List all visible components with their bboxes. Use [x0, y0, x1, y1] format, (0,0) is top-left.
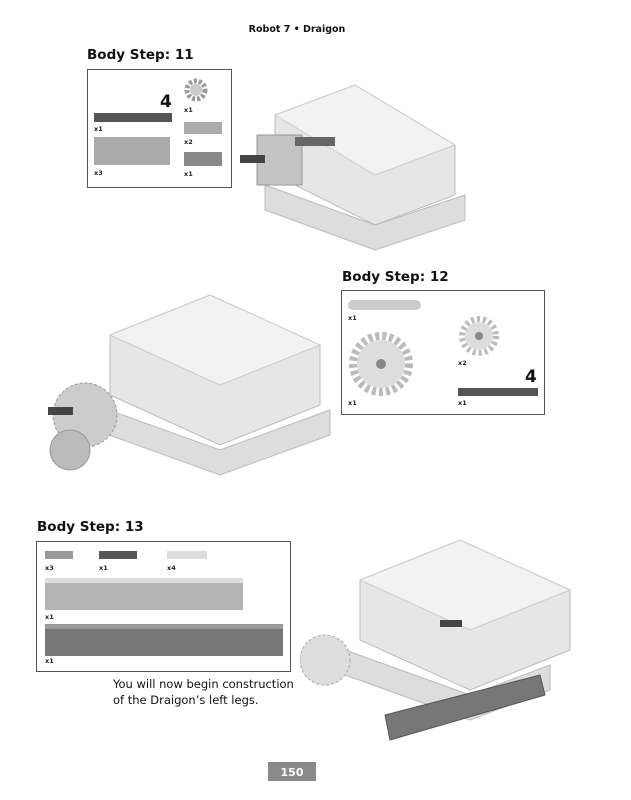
qty: x1: [45, 613, 54, 621]
qty: x1: [184, 170, 193, 178]
instruction-note: You will now begin construction of the D…: [113, 676, 294, 708]
qty: x1: [184, 106, 193, 114]
step-12-model-illustration: [48, 294, 331, 476]
axle-length-label: 4: [160, 92, 172, 112]
connector-part: [184, 152, 222, 166]
page-header: Robot 7 • Draigon: [248, 24, 346, 35]
gear-part: [184, 78, 208, 102]
qty: x1: [45, 657, 54, 665]
axle-part: [94, 113, 172, 122]
axle-pin-part: [99, 551, 137, 559]
step-11-parts-box: 4 x1 x3 x1 x2 x1: [87, 69, 232, 188]
axle-part: [458, 388, 538, 396]
step-11-model-illustration: [240, 84, 466, 251]
beam-part: [94, 137, 170, 165]
qty: x3: [94, 169, 103, 177]
qty: x2: [184, 138, 193, 146]
note-line: of the Draigon’s left legs.: [113, 693, 259, 707]
qty: x3: [45, 564, 54, 572]
qty: x2: [458, 359, 467, 367]
qty: x1: [99, 564, 108, 572]
step-12-title: Body Step: 12: [342, 269, 449, 285]
qty: x1: [348, 399, 357, 407]
qty: x4: [167, 564, 176, 572]
qty: x1: [94, 125, 103, 133]
long-pin-part: [167, 551, 207, 559]
liftarm-part: [348, 300, 421, 310]
step-13-parts-box: x3 x1 x4 x1 x1: [36, 541, 291, 672]
beam-10-part: [45, 578, 243, 610]
qty: x1: [458, 399, 467, 407]
large-gear-part: [349, 332, 413, 396]
pin-part: [45, 551, 73, 559]
small-gear-part: [459, 316, 499, 356]
page-number-badge: 150: [268, 762, 316, 781]
step-12-parts-box: x1 x1 x2 4 x1: [341, 290, 545, 415]
plate-part: [184, 122, 222, 134]
step-11-title: Body Step: 11: [87, 47, 194, 63]
beam-12-part: [45, 624, 283, 656]
note-line: You will now begin construction: [113, 677, 294, 691]
step-13-model-illustration: [300, 539, 572, 741]
qty: x1: [348, 314, 357, 322]
step-13-title: Body Step: 13: [37, 519, 144, 535]
axle-length-label: 4: [525, 367, 537, 387]
